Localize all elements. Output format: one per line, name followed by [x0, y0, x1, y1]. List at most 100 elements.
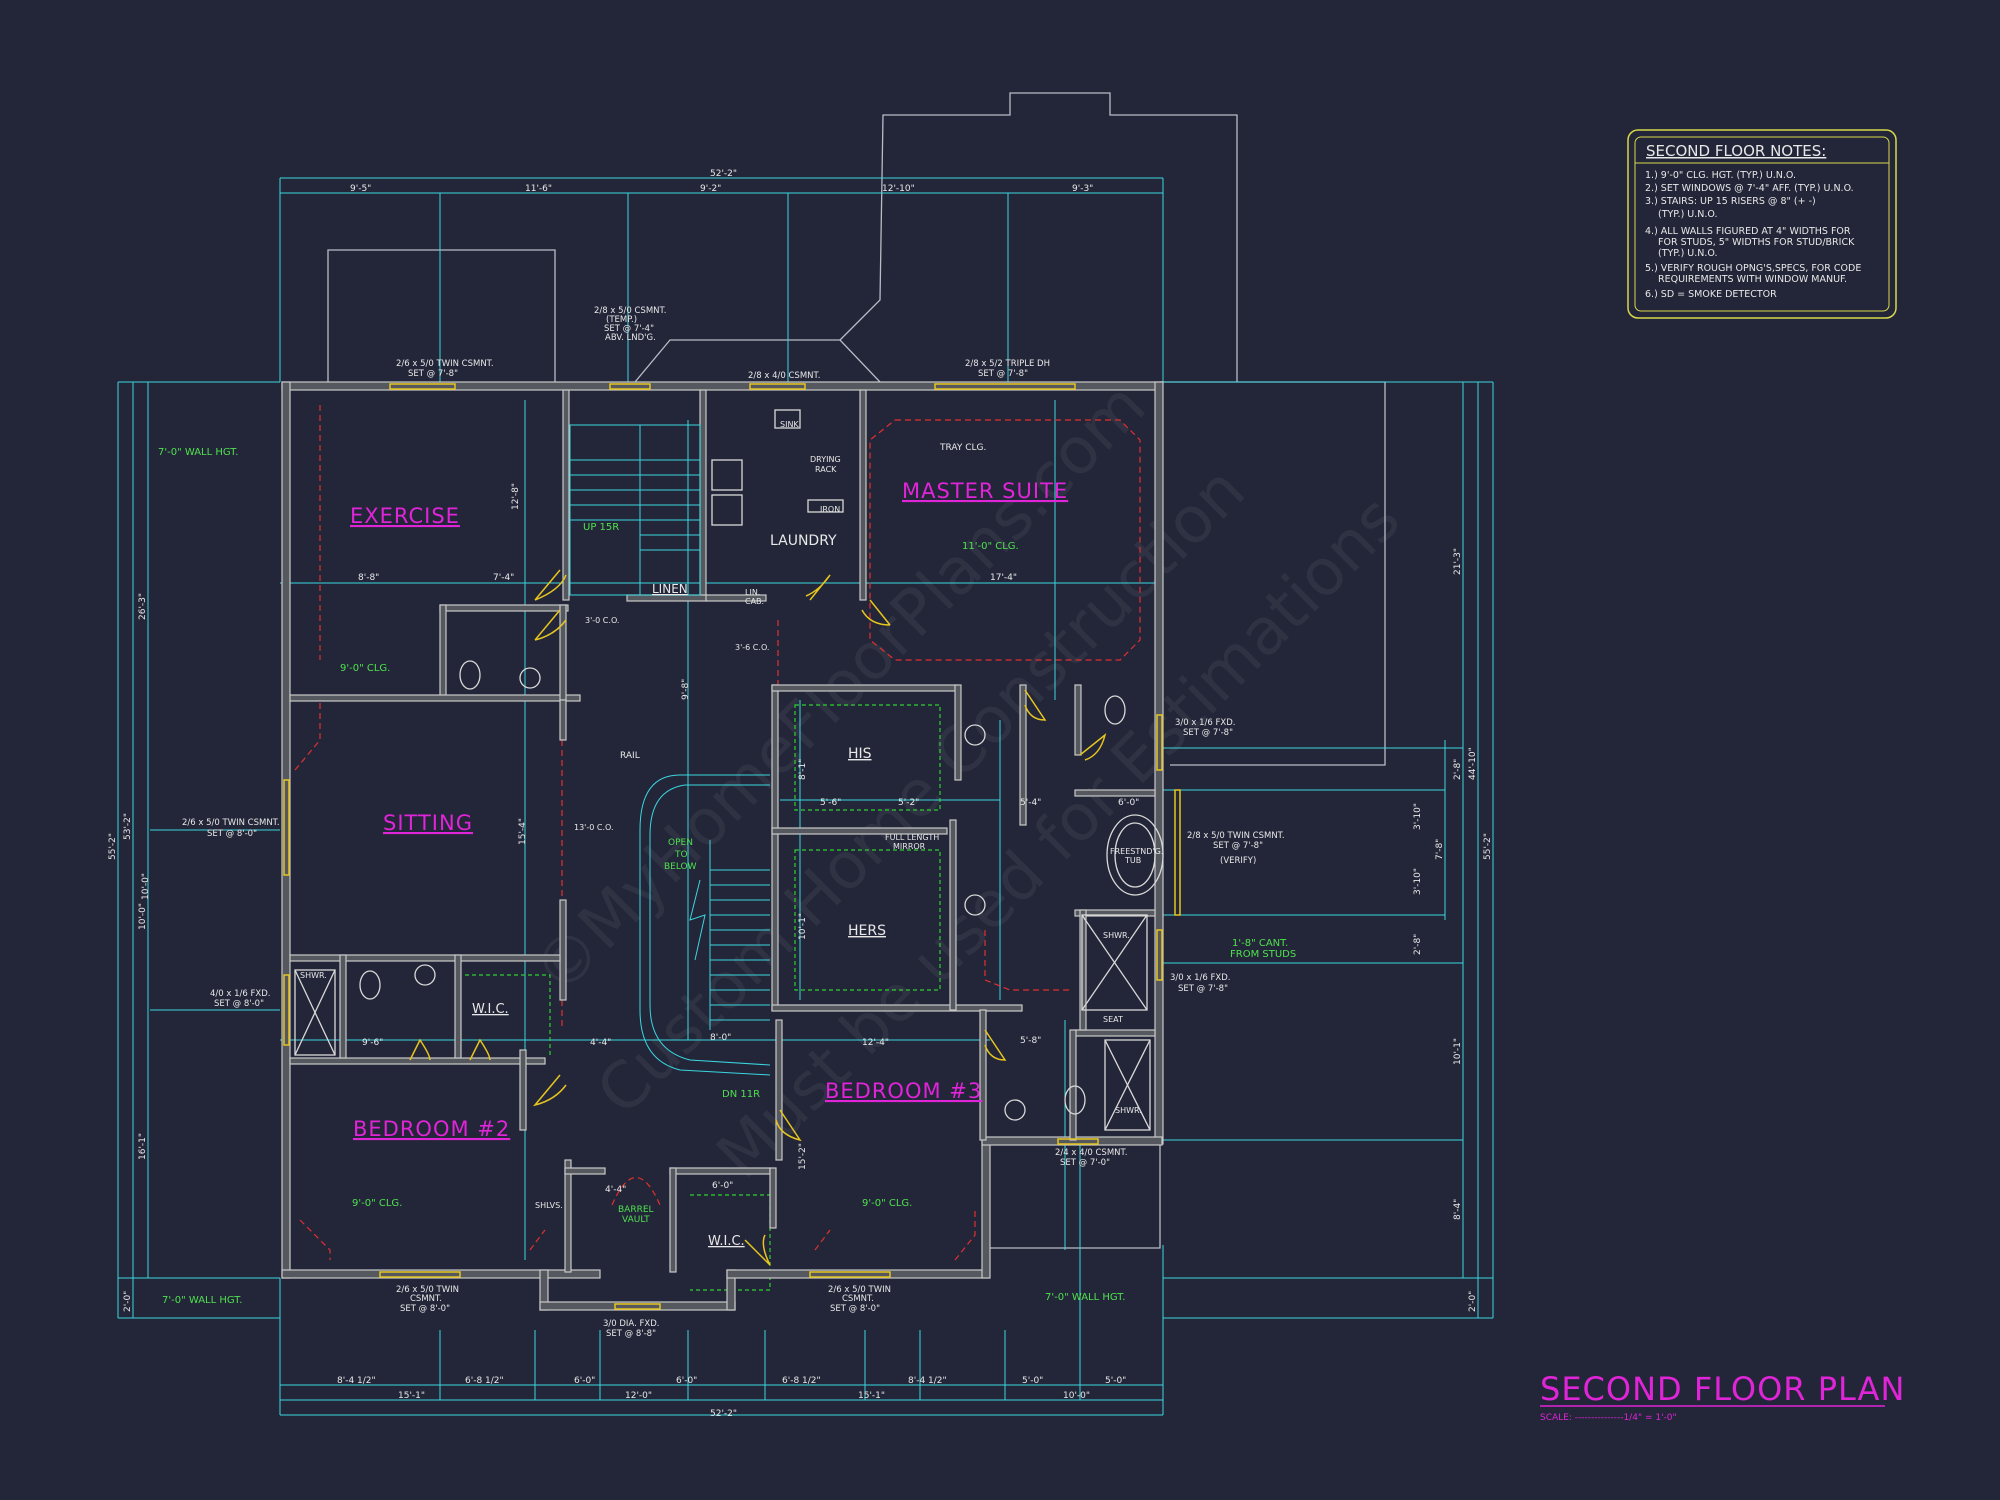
dim-r1: 44'-10" [1468, 747, 1478, 780]
win-10c: SET @ 8'-0" [400, 1304, 450, 1314]
win-11b: SET @ 8'-8" [606, 1329, 656, 1339]
win-12b: CSMNT. [842, 1294, 874, 1304]
dim-i11: 10'-0" [141, 873, 151, 900]
note-3: 3.) STAIRS: UP 15 RISERS @ 8" (+ -) [1645, 196, 1816, 207]
label-clg-b3: 9'-0" CLG. [862, 1198, 912, 1209]
note-5: 5.) VERIFY ROUGH OPNG'S,SPECS, FOR CODE [1645, 263, 1861, 274]
dim-i6: 4'-4" [590, 1038, 611, 1048]
room-wic-1: W.I.C. [472, 1002, 509, 1017]
dim-i15: 4'-4" [605, 1185, 626, 1195]
label-dn: DN 11R [722, 1089, 760, 1100]
dim-b6: 8'-4 1/2" [908, 1376, 947, 1386]
room-his: HIS [848, 746, 872, 762]
label-shwr-2: SHWR. [1103, 931, 1130, 940]
win-6a: 2/8 x 5/0 TWIN CSMNT. [1187, 831, 1285, 841]
label-tray: TRAY CLG. [939, 443, 986, 453]
note-4: 4.) ALL WALLS FIGURED AT 4" WIDTHS FOR [1645, 226, 1851, 237]
note-6: 6.) SD = SMOKE DETECTOR [1645, 289, 1777, 300]
dim-r7: 10'-1" [1453, 1038, 1463, 1065]
win-8a: 2/6 x 5/0 TWIN CSMNT. [182, 818, 280, 828]
label-co-2: 3'-6 C.O. [735, 643, 769, 652]
label-mirror-2: MIRROR [893, 842, 926, 851]
dim-r3: 2'-8" [1453, 759, 1463, 780]
room-bedroom-2: BEDROOM #2 [353, 1117, 510, 1141]
dim-r-total: 55'-2" [1483, 833, 1493, 860]
win-13a: 2/4 x 4/0 CSMNT. [1055, 1148, 1127, 1158]
label-wall-hgt-bl: 7'-0" WALL HGT. [162, 1295, 242, 1306]
dim-t1: 9'-5" [350, 184, 371, 194]
doors-windows [283, 383, 1181, 1310]
dim-i3: 17'-4" [990, 573, 1017, 583]
win-12c: SET @ 8'-0" [830, 1304, 880, 1314]
win-9a: 4/0 x 1/6 FXD. [210, 989, 270, 999]
label-wall-hgt-tl: 7'-0" WALL HGT. [158, 447, 238, 458]
label-drying-2: RACK [815, 465, 837, 474]
label-mirror-1: FULL LENGTH [885, 833, 939, 842]
dim-r5: 3'-10" [1413, 868, 1423, 895]
dim-t4: 12'-10" [882, 184, 915, 194]
dim-t5: 9'-3" [1072, 184, 1093, 194]
win-2a: 2/8 x 5/0 CSMNT. [594, 306, 666, 316]
win-7b: SET @ 7'-8" [1178, 984, 1228, 994]
label-shwr-1: SHWR. [300, 971, 327, 980]
dim-i8: 8'-0" [710, 1033, 731, 1043]
dim-i20: 5'-8" [1020, 1036, 1041, 1046]
dimension-labels: 52'-2" 9'-5" 11'-6" 9'-2" 12'-10" 9'-3" … [108, 169, 1493, 1419]
win-10a: 2/6 x 5/0 TWIN [396, 1285, 459, 1295]
dim-i5: 12'-4" [862, 1038, 889, 1048]
dim-i13: 5'-6" [820, 798, 841, 808]
note-4c: (TYP.) U.N.O. [1658, 248, 1718, 259]
dim-l4: 16'-1" [138, 1133, 148, 1160]
label-cant-1: 1'-8" CANT. [1232, 938, 1288, 949]
dim-l2: 26'-3" [138, 593, 148, 620]
label-co-3: 13'-0 C.O. [574, 823, 614, 832]
room-sitting: SITTING [383, 811, 473, 835]
walls [281, 381, 1164, 1311]
dim-r8: 8'-4" [1453, 1199, 1463, 1220]
notes-box: SECOND FLOOR NOTES: 1.) 9'-0" CLG. HGT. … [1627, 129, 1897, 319]
dim-i2: 7'-4" [493, 573, 514, 583]
win-7a: 3/0 x 1/6 FXD. [1170, 973, 1230, 983]
win-6b: SET @ 7'-8" [1213, 841, 1263, 851]
win-1a: 2/6 x 5/0 TWIN CSMNT. [396, 359, 494, 369]
watermark-line-3: Must be used for Estimations [703, 482, 1414, 1193]
dim-i21: 15'-2" [798, 1143, 808, 1170]
dim-b7: 5'-0" [1022, 1376, 1043, 1386]
room-hers: HERS [848, 923, 886, 939]
dim-b3: 6'-0" [574, 1376, 595, 1386]
label-cant-2: FROM STUDS [1230, 949, 1296, 960]
win-9b: SET @ 8'-0" [214, 999, 264, 1009]
dim-i9: 12'-8" [511, 483, 521, 510]
dim-bb4: 10'-0" [1063, 1391, 1090, 1401]
dim-bb3: 15'-1" [858, 1391, 885, 1401]
plan-title-block: SECOND FLOOR PLAN SCALE: ---------------… [1540, 1370, 1905, 1423]
dim-l-total: 55'-2" [108, 833, 118, 860]
note-1: 1.) 9'-0" CLG. HGT. (TYP.) U.N.O. [1645, 170, 1796, 181]
room-exercise: EXERCISE [350, 504, 460, 528]
dim-r2: 21'-3" [1453, 548, 1463, 575]
dim-b1: 8'-4 1/2" [337, 1376, 376, 1386]
win-8b: SET @ 8'-0" [207, 829, 257, 839]
win-10b: CSMNT. [410, 1294, 442, 1304]
dim-bb1: 15'-1" [398, 1391, 425, 1401]
dim-i1: 8'-8" [358, 573, 379, 583]
win-5a: 3/0 x 1/6 FXD. [1175, 718, 1235, 728]
label-barrel-1: BARREL [618, 1205, 654, 1215]
win-13b: SET @ 7'-0" [1060, 1158, 1110, 1168]
label-co-1: 3'-0 C.O. [585, 616, 619, 625]
dim-r4: 3'-10" [1413, 803, 1423, 830]
dim-top-total: 52'-2" [710, 169, 737, 179]
win-2b: (TEMP.) [606, 315, 637, 325]
plan-title: SECOND FLOOR PLAN [1540, 1370, 1905, 1408]
win-12a: 2/6 x 5/0 TWIN [828, 1285, 891, 1295]
room-master-suite: MASTER SUITE [902, 479, 1068, 503]
label-clg-exercise: 9'-0" CLG. [340, 663, 390, 674]
label-rail: RAIL [620, 751, 640, 761]
label-sink: SINK [780, 420, 799, 429]
note-4b: FOR STUDS, 5" WIDTHS FOR STUD/BRICK [1658, 237, 1855, 248]
win-11a: 3/0 DIA. FXD. [603, 1319, 659, 1329]
room-labels: EXERCISE SITTING MASTER SUITE LAUNDRY BE… [350, 479, 1068, 1249]
stairs [569, 424, 771, 1076]
dim-l5: 2'-0" [123, 1291, 133, 1312]
